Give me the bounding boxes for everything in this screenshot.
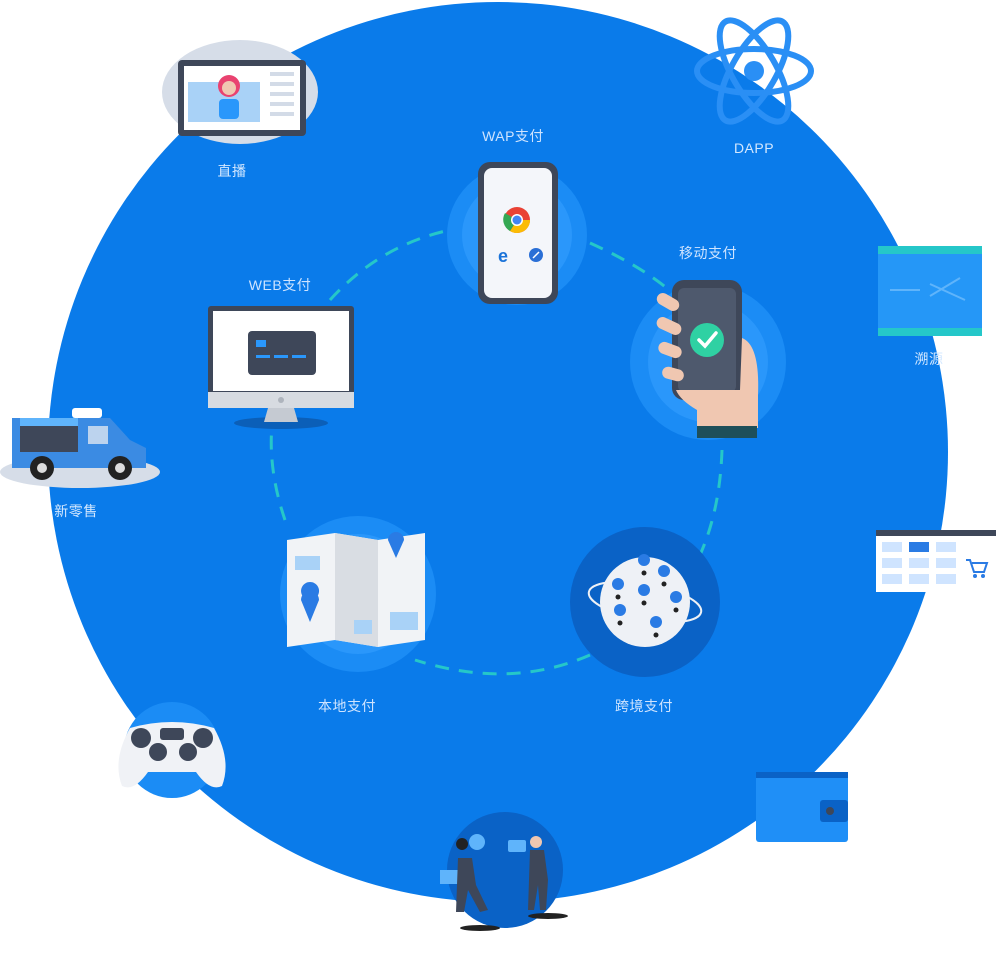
live-stream-icon: [162, 40, 318, 144]
wap-payment-label: WAP支付: [482, 128, 544, 144]
social-people-icon: [440, 812, 568, 931]
dapp-atom-icon: [694, 17, 814, 125]
game-controller-icon: [118, 702, 226, 798]
local-payment-label: 本地支付: [318, 698, 376, 714]
ecommerce-grid-icon: [876, 530, 996, 592]
dashed-ring: [269, 228, 724, 676]
new-retail-label: 新零售: [54, 503, 98, 519]
wap-phone-icon: e: [447, 162, 587, 305]
food-truck-icon: [0, 408, 160, 488]
trace-panel-icon: [878, 246, 982, 336]
local-map-icon: [280, 516, 436, 672]
wallet-icon: [756, 772, 848, 842]
web-monitor-icon: [208, 306, 354, 429]
cross-border-payment-label: 跨境支付: [615, 698, 673, 714]
cross-border-globe-icon: [570, 527, 720, 677]
mobile-payment-label: 移动支付: [679, 245, 737, 261]
dapp-label: DAPP: [733, 140, 775, 156]
live-stream-label: 直播: [217, 163, 247, 179]
main-circle: [48, 2, 948, 902]
svg-text:e: e: [498, 246, 508, 266]
mobile-payment-icon: [630, 280, 786, 440]
trace-label: 溯源: [914, 351, 944, 367]
web-payment-label: WEB支付: [248, 277, 312, 293]
